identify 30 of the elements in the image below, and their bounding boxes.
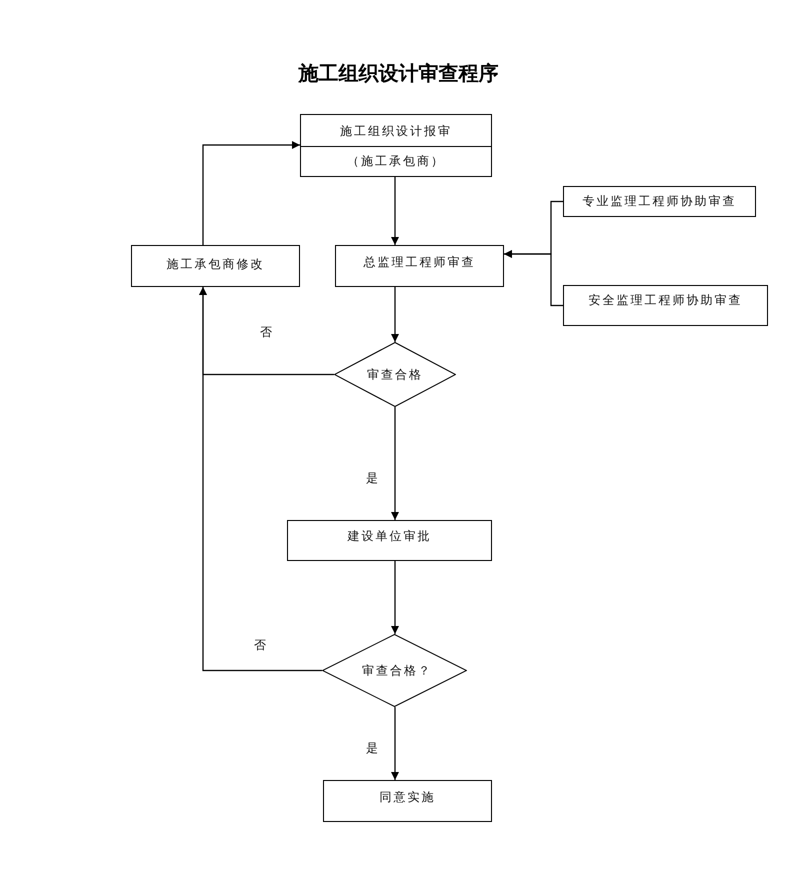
node-label: 同意实施	[378, 789, 436, 806]
process-box	[131, 245, 300, 287]
arrow	[391, 287, 399, 342]
decision-diamond	[322, 634, 467, 707]
process-box	[287, 520, 492, 561]
process-box	[323, 780, 492, 822]
arrow	[504, 250, 563, 306]
process-box	[300, 114, 492, 177]
node-label: 审查合格	[366, 366, 424, 383]
node-label: 专业监理工程师协助审查	[582, 193, 738, 210]
node-label: 安全监理工程师协助审查	[588, 292, 744, 309]
diagram-title: 施工组织设计审查程序	[297, 60, 500, 87]
arrow	[391, 177, 399, 245]
node-label: 建设单位审批	[346, 528, 432, 545]
process-box	[563, 285, 768, 326]
edge-label: 是	[365, 470, 379, 487]
node-label: 施工承包商修改	[166, 256, 266, 273]
edge-label: 是	[365, 740, 379, 757]
arrow	[202, 141, 300, 245]
node-label: 施工组织设计报审	[339, 123, 453, 140]
arrow	[199, 287, 322, 672]
node-label: 总监理工程师审查	[362, 254, 476, 271]
node-label: 审查合格？	[362, 662, 432, 679]
arrow	[391, 407, 399, 520]
process-box	[335, 245, 504, 287]
decision-diamond	[334, 342, 456, 407]
arrow	[391, 561, 399, 634]
process-box	[563, 186, 756, 217]
arrow	[391, 707, 399, 780]
node-sublabel: （施工承包商）	[346, 153, 446, 170]
